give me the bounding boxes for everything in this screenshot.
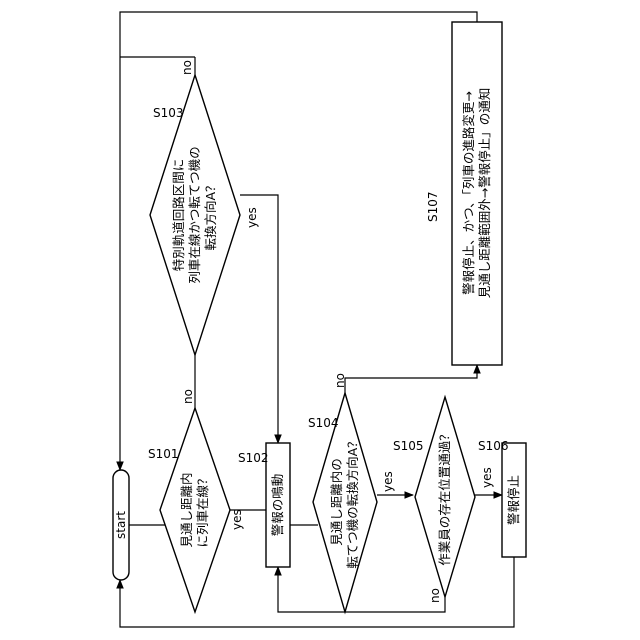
s104-no-line [345,365,477,393]
text-line: 警報停止、かつ、「列車の進路変更→ [461,91,476,295]
s104-yes-label: yes [381,471,395,492]
text-line: 列車在線かつ転てつ機の [187,146,202,283]
text-line: 作業員の存在位置通過？ [437,428,452,566]
text-line: 転換方向A？ [203,179,218,250]
start-label: start [114,511,128,539]
s107-step-id: S107 [426,191,440,222]
s102-step-id: S102 [238,451,269,465]
text-line: 見通し距離範囲外→警報停止」の通知 [477,88,492,298]
s101-step-id: S101 [148,447,179,461]
text-line: 見通し距離内の [329,458,344,546]
s101-yes-label: yes [230,509,244,530]
text-line: 転てつ機の転換方向A？ [345,435,360,568]
s105-step-id: S105 [393,439,424,453]
s104-no-label: no [333,373,347,388]
text-line: 警報停止 [506,475,521,525]
s105-no-label: no [428,588,442,603]
s101-text: 見通し距離内に列車在線？ [179,472,210,547]
s103-yes-label: yes [245,207,259,228]
s107-text: 警報停止、かつ、「列車の進路変更→見通し距離範囲外→警報停止」の通知 [461,88,492,298]
s105-text: 作業員の存在位置通過？ [437,428,452,566]
s103-yes-line [240,195,278,443]
s102-text: 警報の鳴動 [270,474,285,537]
s103-step-id: S103 [153,106,184,120]
s103-no-label: no [180,60,194,75]
s104-step-id: S104 [308,416,339,430]
text-line: 見通し距離内 [179,472,194,547]
s105-no-line [278,567,445,612]
s105-yes-label: yes [480,467,494,488]
s106-text: 警報停止 [506,475,521,525]
text-line: 警報の鳴動 [270,474,285,537]
text-line: に列車在線？ [195,472,210,547]
s101-no-label: no [181,389,195,404]
text-line: 特別軌道回路区間に [171,159,186,272]
s106-step-id: S106 [478,439,509,453]
